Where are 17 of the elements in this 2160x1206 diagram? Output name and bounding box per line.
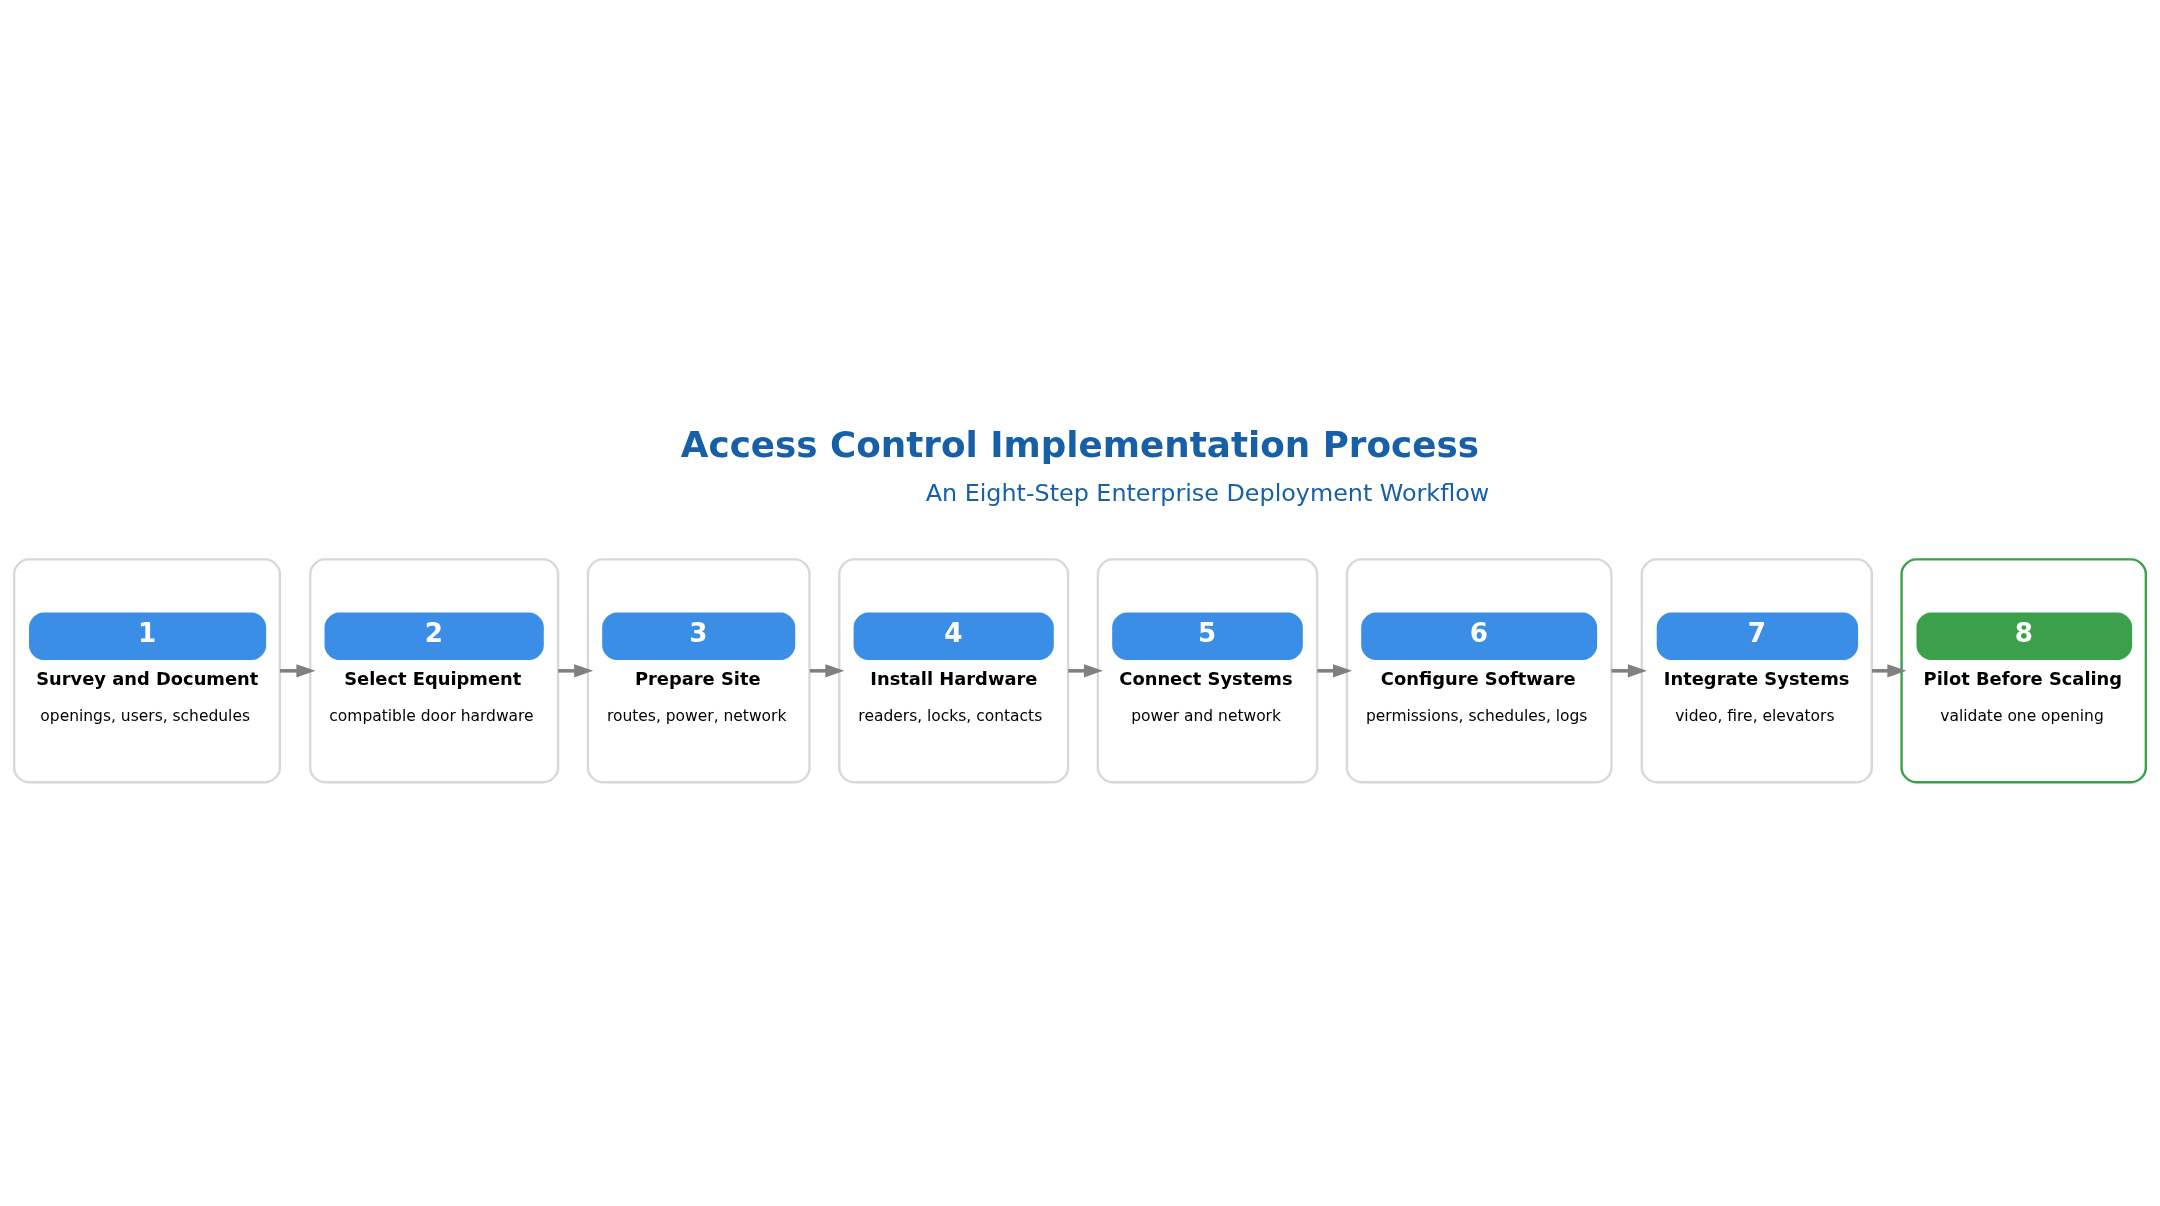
node-box: 8 Pilot Before Scaling validate one opening — [1900, 557, 2148, 783]
arrow — [1317, 663, 1353, 677]
node-box: 4 Install Hardware readers, locks, contacts — [838, 557, 1070, 783]
arrow — [279, 663, 316, 677]
arrow — [809, 663, 845, 677]
arrow — [558, 663, 594, 677]
label: An Eight-Step Enterprise Deployment Workflow — [925, 478, 1490, 507]
node-box: 3 Prepare Site routes, power, network — [586, 557, 811, 783]
node-box: 2 Select Equipment compatible door hardware — [309, 557, 560, 783]
arrow — [1611, 663, 1647, 677]
arrow — [1068, 663, 1103, 677]
diagram-title: Access Control Implementation Process — [680, 423, 1480, 465]
node-box: 1 Survey and Document openings, users, schedules — [12, 557, 282, 783]
node-box: 7 Integrate Systems video, fire, elevators — [1640, 557, 1873, 783]
node-box: 5 Connect Systems power and network — [1096, 557, 1319, 783]
arrow — [1872, 663, 1907, 677]
node-box: 6 Configure Software permissions, schedules, logs — [1345, 557, 1613, 783]
